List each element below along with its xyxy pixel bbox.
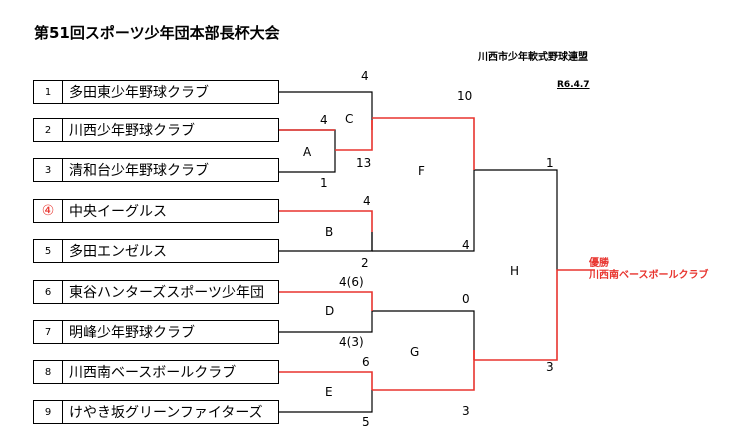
- score-c-top: 4: [361, 69, 369, 83]
- team-row: 3 清和台少年野球クラブ: [33, 158, 279, 182]
- team-number: 9: [34, 401, 63, 423]
- team-row: 2 川西少年野球クラブ: [33, 118, 279, 142]
- bracket-line-h-top: [474, 169, 558, 270]
- game-label-a: A: [303, 145, 312, 159]
- score-g-bottom: 3: [462, 404, 470, 418]
- game-label-b: B: [325, 225, 334, 239]
- score-b-bottom: 2: [361, 256, 369, 270]
- winner-line-e: [279, 371, 373, 390]
- winner-line-h: [473, 269, 595, 361]
- winner-label: 優勝: [589, 258, 609, 269]
- game-label-h: H: [510, 264, 520, 278]
- team-name: 多田東少年野球クラブ: [69, 85, 209, 101]
- team-row: 8 川西南ベースボールクラブ: [33, 360, 279, 384]
- score-a-top: 4: [320, 113, 328, 127]
- bracket-line-f-bottom: [371, 170, 475, 252]
- game-label-d: D: [325, 304, 335, 318]
- winner-team: 川西南ベースボールクラブ: [589, 270, 709, 281]
- game-label-g: G: [410, 345, 420, 359]
- team-number: ④: [34, 200, 63, 222]
- team-row: 7 明峰少年野球クラブ: [33, 320, 279, 344]
- team-name: 川西南ベースボールクラブ: [69, 365, 237, 381]
- team-name: けやき坂グリーンファイターズ: [69, 405, 263, 421]
- organizer: 川西市少年軟式野球連盟: [478, 52, 588, 63]
- bracket-line-d-bottom: [279, 311, 373, 333]
- score-e-bottom: 5: [362, 415, 370, 429]
- team-name: 中央イーグルス: [69, 204, 167, 220]
- team-number: 2: [34, 119, 63, 141]
- score-d-bottom: 4(3): [339, 335, 364, 349]
- winner-line-c: [335, 120, 373, 151]
- score-e-top: 6: [362, 355, 370, 369]
- team-name: 東谷ハンターズスポーツ少年団: [69, 285, 265, 301]
- score-f-bottom: 4: [462, 238, 470, 252]
- score-h-bottom: 3: [546, 360, 554, 374]
- score-d-top: 4(6): [339, 275, 364, 289]
- team-name: 明峰少年野球クラブ: [69, 325, 195, 341]
- team-name: 川西少年野球クラブ: [69, 123, 195, 139]
- team-row: 6 東谷ハンターズスポーツ少年団: [33, 280, 279, 304]
- game-label-c: C: [345, 112, 354, 126]
- winner-line-b: [279, 210, 373, 232]
- date: R6.4.7: [557, 80, 590, 90]
- bracket-line-c-top: [279, 91, 373, 120]
- team-number: 3: [34, 159, 63, 181]
- team-number: 8: [34, 361, 63, 383]
- team-number: 7: [34, 321, 63, 343]
- team-row: ④ 中央イーグルス: [33, 199, 279, 223]
- team-row: 9 けやき坂グリーンファイターズ: [33, 400, 279, 424]
- team-row: 1 多田東少年野球クラブ: [33, 80, 279, 104]
- winner-line-f: [371, 117, 475, 170]
- team-row: 5 多田エンゼルス: [33, 239, 279, 263]
- team-name: 清和台少年野球クラブ: [69, 163, 209, 179]
- bracket-line-e-bottom: [279, 390, 373, 413]
- score-c-bottom: 13: [356, 156, 372, 170]
- game-label-e: E: [325, 385, 333, 399]
- game-label-f: F: [418, 164, 425, 178]
- score-b-top: 4: [363, 194, 371, 208]
- score-f-top: 10: [457, 89, 473, 103]
- page-title: 第51回スポーツ少年団本部長杯大会: [34, 24, 280, 42]
- team-number: 6: [34, 281, 63, 303]
- score-a-bottom: 1: [320, 176, 328, 190]
- winner-line-g: [372, 350, 475, 391]
- score-g-top: 0: [462, 292, 470, 306]
- score-h-top: 1: [546, 156, 554, 170]
- bracket-line-g-top: [372, 310, 475, 350]
- winner-line-d: [279, 291, 373, 311]
- team-number: 1: [34, 81, 63, 103]
- team-number: 5: [34, 240, 63, 262]
- team-name: 多田エンゼルス: [69, 244, 167, 260]
